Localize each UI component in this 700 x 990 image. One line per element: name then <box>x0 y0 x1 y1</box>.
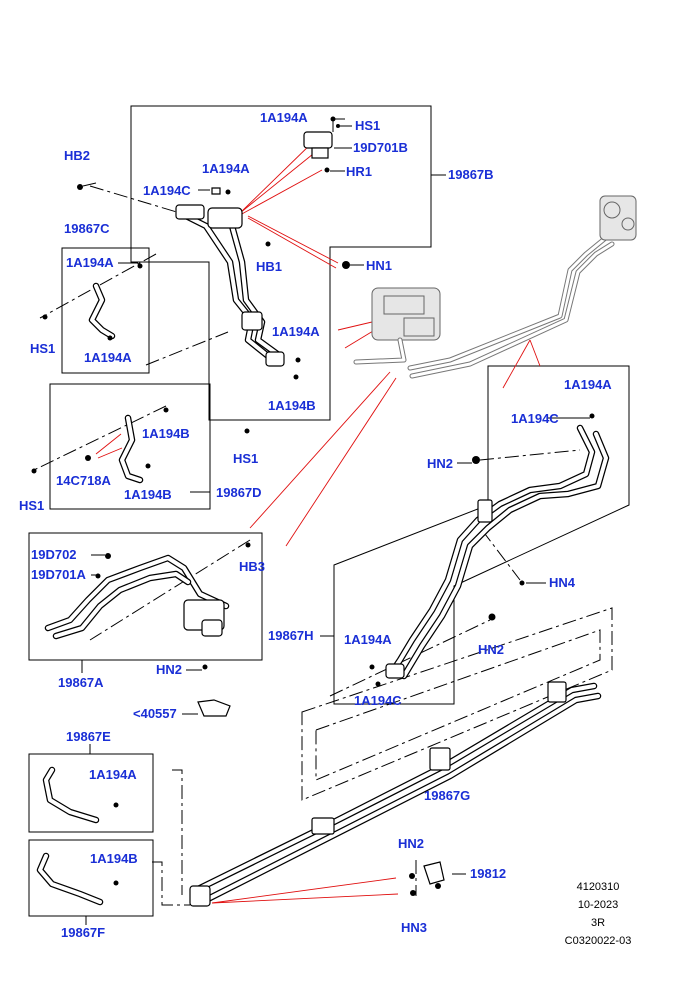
label-1a194a-c1: 1A194A <box>66 255 114 270</box>
label-19812: 19812 <box>470 866 506 881</box>
footer-line-1: 4120310 <box>577 881 620 893</box>
pipe-19867f <box>36 852 119 906</box>
label-19d701a: 19D701A <box>31 567 87 582</box>
label-14c718a: 14C718A <box>56 473 112 488</box>
group-labels: HB2 19867C 1A194A HS1 1A194A 1A194A HS1 … <box>19 110 612 940</box>
label-19867h: 19867H <box>268 628 314 643</box>
fastener-hb2 <box>77 182 97 190</box>
label-19867g: 19867G <box>424 788 470 803</box>
label-19867a: 19867A <box>58 675 104 690</box>
label-19867f: 19867F <box>61 925 105 940</box>
label-hn3: HN3 <box>401 920 427 935</box>
top-fasteners <box>211 116 350 434</box>
label-hn2-a: HN2 <box>156 662 182 677</box>
label-19d702: 19D702 <box>31 547 77 562</box>
label-1a194a-h1: 1A194A <box>564 377 612 392</box>
pipe-19867d <box>31 407 169 484</box>
label-1a194b-f: 1A194B <box>90 851 138 866</box>
label-19867b: 19867B <box>448 167 494 182</box>
label-hn4: HN4 <box>549 575 576 590</box>
label-hb3: HB3 <box>239 559 265 574</box>
label-19867e: 19867E <box>66 729 111 744</box>
label-1a194c-top: 1A194C <box>143 183 191 198</box>
label-1a194b-d2: 1A194B <box>124 487 172 502</box>
label-19867c: 19867C <box>64 221 110 236</box>
label-1a194a-h2: 1A194A <box>344 632 392 647</box>
frame-19867h <box>333 365 630 705</box>
pipe-19867b <box>175 204 285 367</box>
pipe-19867a <box>44 542 251 717</box>
label-hb2: HB2 <box>64 148 90 163</box>
group-frames <box>28 105 630 925</box>
footer-line-2: 10-2023 <box>578 899 618 911</box>
label-hn2-g: HN2 <box>478 642 504 657</box>
pipe-19867c <box>42 263 143 341</box>
frame-19867c <box>61 247 150 374</box>
label-1a194a-top: 1A194A <box>260 110 308 125</box>
bracket-19812 <box>409 861 466 896</box>
pipe-19867g <box>189 681 602 907</box>
group-assembly-lines <box>33 185 581 906</box>
group-leaders <box>91 118 590 715</box>
frame-19867b <box>130 105 432 421</box>
pipe-19867e <box>42 766 119 824</box>
label-hn1: HN1 <box>366 258 392 273</box>
label-1a194c-h1: 1A194C <box>511 411 559 426</box>
label-1a194c-h2: 1A194C <box>354 693 402 708</box>
label-19867d: 19867D <box>216 485 262 500</box>
footer-line-4: C0320022-03 <box>565 935 632 947</box>
label-19d701b: 19D701B <box>353 140 408 155</box>
label-hr1: HR1 <box>346 164 372 179</box>
label-hs1-d: HS1 <box>19 498 44 513</box>
label-hs1-left: HS1 <box>30 341 55 356</box>
pipe-19867h <box>369 413 610 687</box>
footer-line-3: 3R <box>591 917 605 929</box>
label-hs1-top: HS1 <box>355 118 380 133</box>
label-hb1: HB1 <box>256 259 282 274</box>
footer-codes: 4120310 10-2023 3R C0320022-03 <box>565 881 632 947</box>
label-hs1-mid: HS1 <box>233 451 258 466</box>
frame-19867f <box>28 839 154 917</box>
rear-unit-illustration <box>599 195 637 241</box>
label-1a194b-d1: 1A194B <box>142 426 190 441</box>
label-1a194a-mid: 1A194A <box>202 161 250 176</box>
valve-19d701b <box>303 131 333 159</box>
frame-19867d <box>49 383 211 510</box>
label-1a194b-b: 1A194B <box>268 398 316 413</box>
label-hn2-h: HN2 <box>427 456 453 471</box>
group-callouts <box>95 138 541 904</box>
frame-19867a <box>28 532 263 661</box>
frame-19867g <box>301 607 613 801</box>
label-1a194a-c2: 1A194A <box>84 350 132 365</box>
label-40557: <40557 <box>133 706 177 721</box>
label-hn2-bottom: HN2 <box>398 836 424 851</box>
label-1a194a-e: 1A194A <box>89 767 137 782</box>
hvac-unit-illustration <box>353 233 615 379</box>
frame-19867e <box>28 753 154 833</box>
label-1a194a-b: 1A194A <box>272 324 320 339</box>
